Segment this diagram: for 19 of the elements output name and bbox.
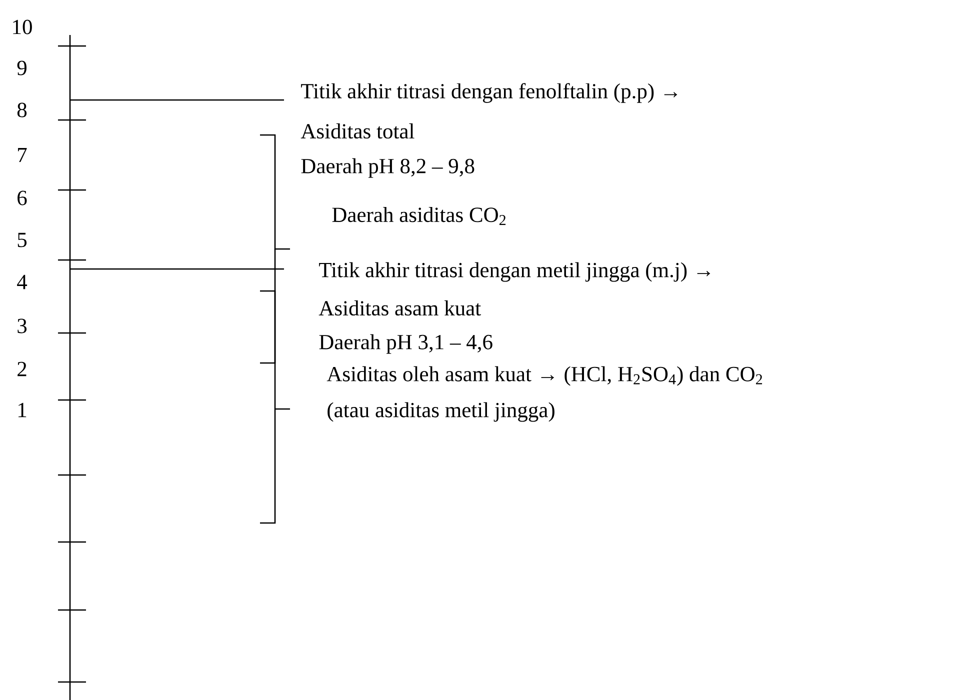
region-label: Asiditas asam kuat <box>318 300 481 316</box>
scale-number: 3 <box>18 318 27 334</box>
scale-number: 4 <box>17 274 28 290</box>
ph-range-label: Daerah pH 8,2 – 9,8 <box>301 158 474 178</box>
scale-number: 2 <box>18 362 26 376</box>
scale-number: 6 <box>18 190 27 206</box>
endpoint-note: Titik akhir titrasi dengan fenolftalin (p.p) → <box>301 83 678 103</box>
scale-number: 8 <box>17 102 27 118</box>
endpoint-note: Titik akhir titrasi dengan metil jingga (m.j) → <box>319 262 710 282</box>
region-label: Asiditas total <box>300 123 414 139</box>
region-label: Asiditas oleh asam kuat → (HCl, H$_{2}$SO$_{4}$) dan CO$_{2}$ <box>326 366 762 386</box>
ph-range-label: Daerah pH 3,1 – 4,6 <box>319 334 492 354</box>
region-label: Daerah asiditas CO$_{2}$ <box>332 206 506 225</box>
scale-number: 7 <box>18 148 27 162</box>
scale-number: 9 <box>17 60 26 76</box>
scale-number: 5 <box>18 232 27 248</box>
region-label: (atau asiditas metil jingga) <box>328 402 554 422</box>
scale-number: 10 <box>13 20 32 34</box>
scale-number: 1 <box>18 402 26 418</box>
